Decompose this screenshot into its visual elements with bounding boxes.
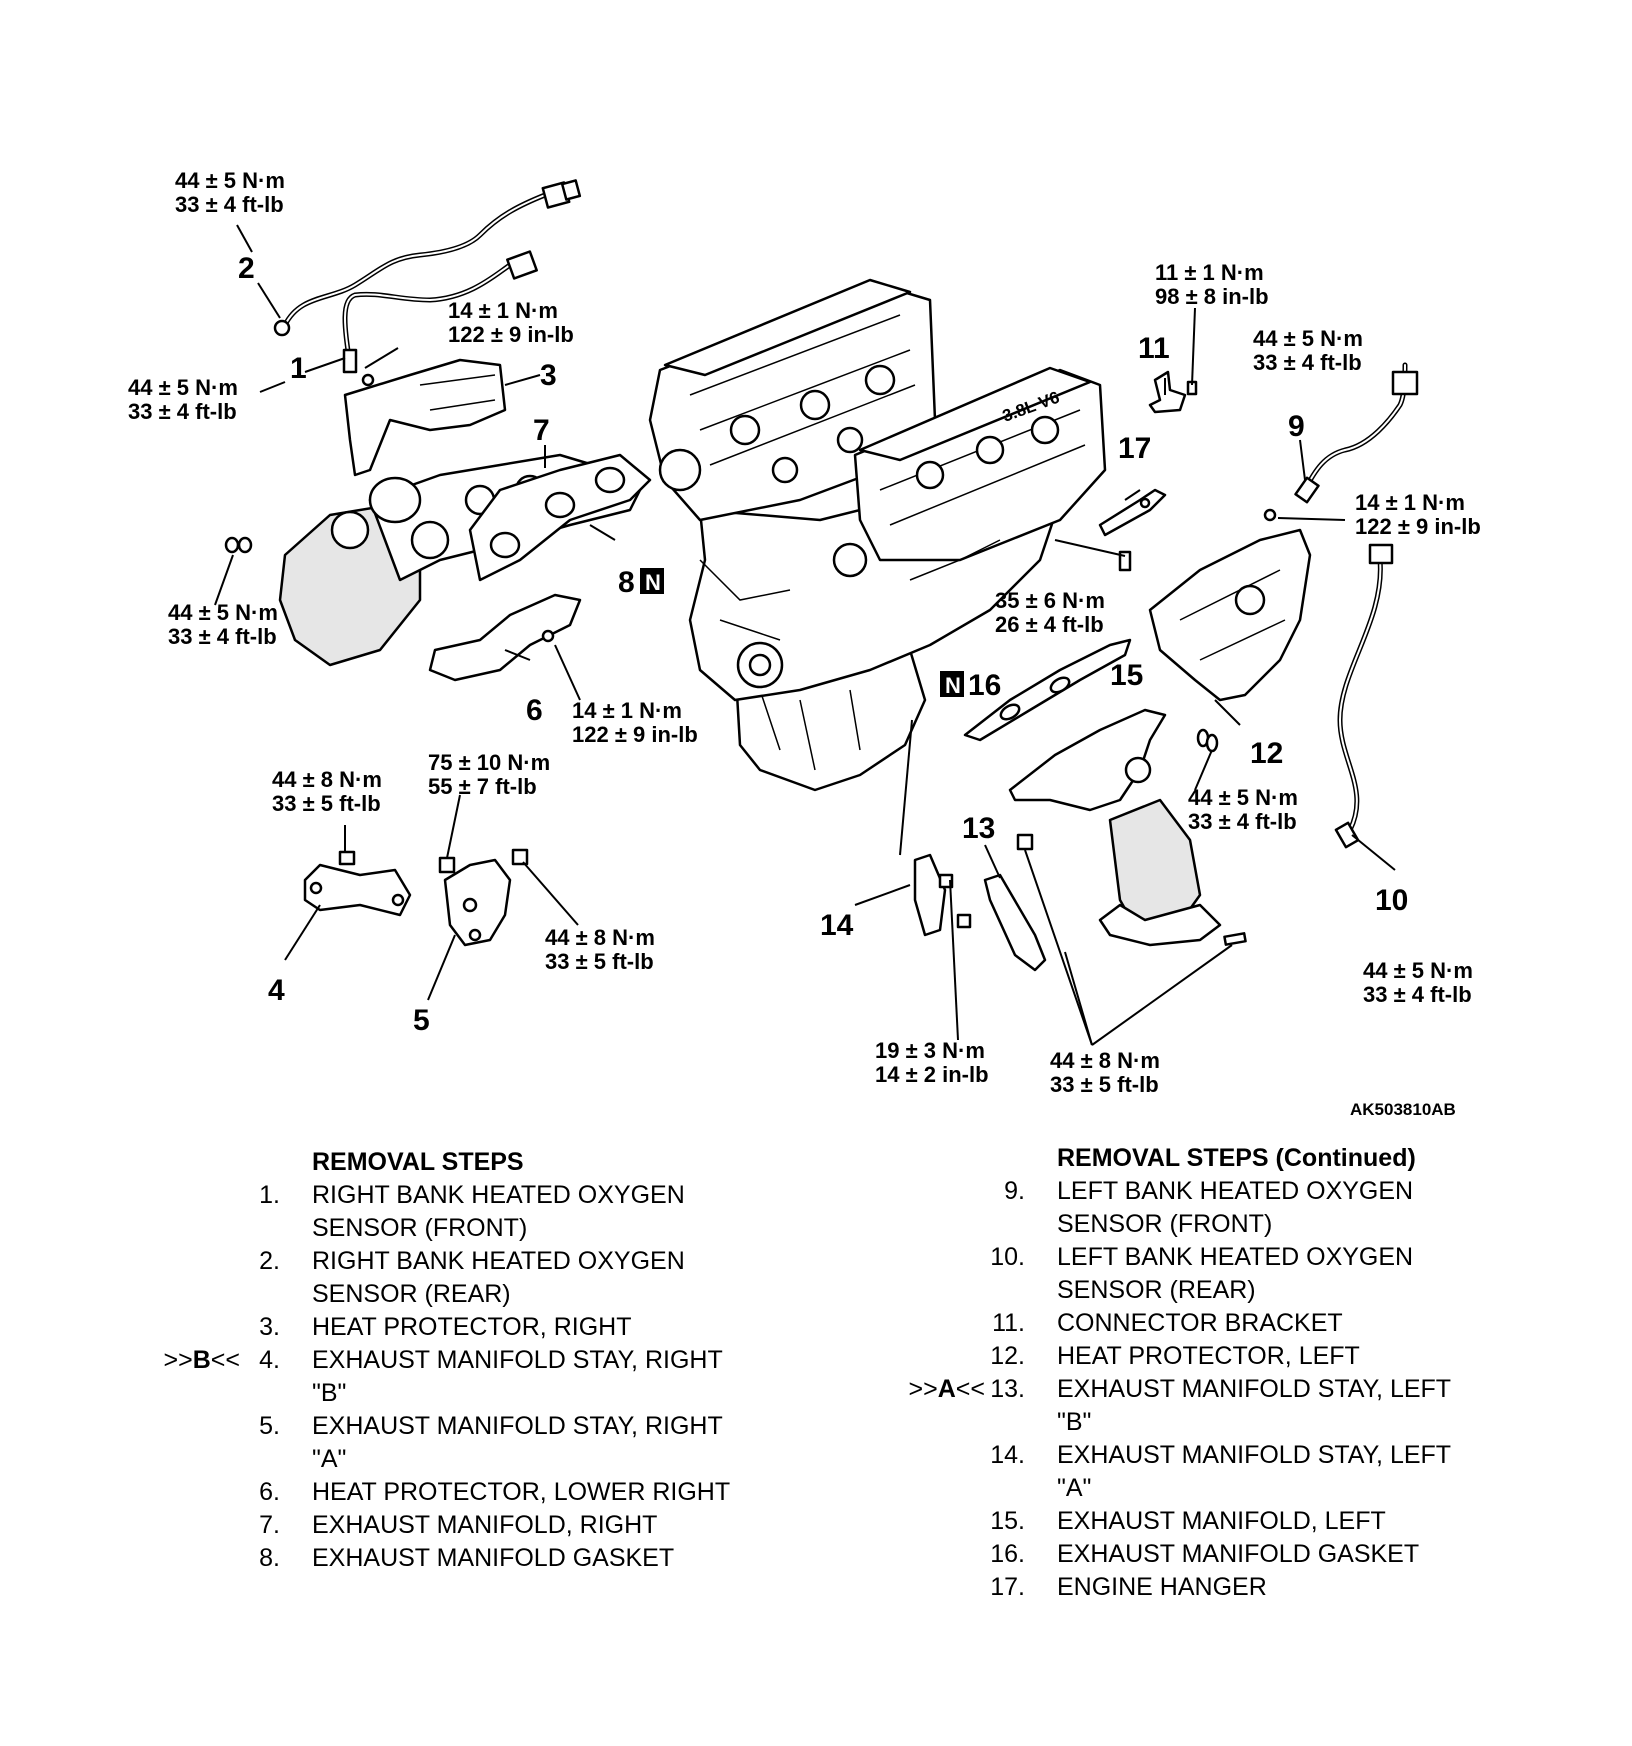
torque-label: 33 ± 5 ft-lb <box>272 791 381 816</box>
torque-label: 14 ± 1 N·m <box>448 298 558 323</box>
torque-label: 33 ± 4 ft-lb <box>175 192 284 217</box>
exhaust-manifold-exploded-diagram: 3.8L V6 <box>128 168 1481 1119</box>
torque-label: 44 ± 5 N·m <box>128 375 238 400</box>
callout-14: 14 <box>820 909 854 942</box>
new-part-mark: N <box>940 671 964 698</box>
gasket-16 <box>963 638 1132 742</box>
torque-label: 44 ± 5 N·m <box>1363 958 1473 983</box>
torque-label: 122 ± 9 in-lb <box>572 722 698 747</box>
torque-label: 44 ± 5 N·m <box>1253 326 1363 351</box>
torque-label: 33 ± 5 ft-lb <box>545 949 654 974</box>
heat-protector-3 <box>343 358 507 477</box>
torque-label: 44 ± 8 N·m <box>1050 1048 1160 1073</box>
callout-3: 3 <box>540 359 557 392</box>
torque-label: 33 ± 4 ft-lb <box>1253 350 1362 375</box>
torque-label: 35 ± 6 N·m <box>995 588 1105 613</box>
torque-label: 14 ± 1 N·m <box>1355 490 1465 515</box>
callout-1: 1 <box>290 352 307 385</box>
removal-steps-heading: REMOVAL STEPS (Continued) <box>1057 1144 1416 1172</box>
torque-label: 33 ± 4 ft-lb <box>1188 809 1297 834</box>
callout-7: 7 <box>533 414 550 447</box>
svg-text:N: N <box>945 673 961 698</box>
manifold-stay-5 <box>438 848 529 947</box>
oxygen-sensor-9 <box>1294 362 1419 504</box>
callout-8: 8 <box>618 566 635 599</box>
torque-label: 75 ± 10 N·m <box>428 750 550 775</box>
exhaust-manifold-15 <box>1008 708 1222 947</box>
callout-9: 9 <box>1288 410 1305 443</box>
engine-hanger-17 <box>1098 488 1167 572</box>
torque-label: 33 ± 4 ft-lb <box>128 399 237 424</box>
callout-6: 6 <box>526 694 543 727</box>
manifold-stay-14 <box>913 853 972 937</box>
callout-10: 10 <box>1375 884 1408 917</box>
torque-label: 122 ± 9 in-lb <box>448 322 574 347</box>
callout-11: 11 <box>1138 332 1170 365</box>
callout-2: 2 <box>238 252 255 285</box>
oxygen-sensor-1 <box>342 250 538 374</box>
torque-label: 44 ± 8 N·m <box>272 767 382 792</box>
torque-label: 44 ± 5 N·m <box>168 600 278 625</box>
figure-id: AK503810AB <box>1350 1100 1456 1119</box>
torque-label: 33 ± 4 ft-lb <box>1363 982 1472 1007</box>
torque-label: 122 ± 9 in-lb <box>1355 514 1481 539</box>
torque-label: 44 ± 8 N·m <box>545 925 655 950</box>
engine-assembly: 3.8L V6 <box>648 278 1107 792</box>
torque-label: 14 ± 2 in-lb <box>875 1062 989 1087</box>
torque-label: 26 ± 4 ft-lb <box>995 612 1104 637</box>
callout-13: 13 <box>962 812 995 845</box>
callout-16: 16 <box>968 669 1001 702</box>
callout-12: 12 <box>1250 737 1283 770</box>
service-point-mark: >>B<< <box>163 1346 240 1374</box>
torque-label: 44 ± 5 N·m <box>175 168 285 193</box>
leader-lines <box>214 224 1396 1046</box>
manifold-stay-13 <box>983 833 1247 972</box>
torque-label: 98 ± 8 in-lb <box>1155 284 1269 309</box>
heat-protector-12 <box>1148 508 1312 702</box>
torque-label: 11 ± 1 N·m <box>1155 260 1264 285</box>
torque-labels: 44 ± 5 N·m 33 ± 4 ft-lb 44 ± 5 N·m 33 ± … <box>128 168 1481 1097</box>
oxygen-sensor-10 <box>1334 543 1394 849</box>
callout-4: 4 <box>268 974 285 1007</box>
gasket-8 <box>468 453 652 582</box>
torque-label: 44 ± 5 N·m <box>1188 785 1298 810</box>
svg-text:N: N <box>645 570 661 595</box>
torque-label: 19 ± 3 N·m <box>875 1038 985 1063</box>
removal-steps-right: REMOVAL STEPS (Continued)9.LEFT BANK HEA… <box>905 1142 1545 1742</box>
torque-label: 33 ± 4 ft-lb <box>168 624 277 649</box>
service-point-mark: >>A<< <box>908 1375 985 1403</box>
manifold-stay-4 <box>303 850 412 917</box>
nuts-right-manifold <box>224 536 253 554</box>
connector-bracket-11 <box>1148 370 1198 414</box>
oxygen-sensor-2 <box>273 179 582 337</box>
removal-steps-heading: REMOVAL STEPS <box>312 1148 524 1176</box>
torque-label: 33 ± 5 ft-lb <box>1050 1072 1159 1097</box>
callout-17: 17 <box>1118 432 1151 465</box>
callout-5: 5 <box>413 1004 430 1037</box>
torque-label: 14 ± 1 N·m <box>572 698 682 723</box>
torque-label: 55 ± 7 ft-lb <box>428 774 537 799</box>
callout-15: 15 <box>1110 659 1143 692</box>
new-part-mark: N <box>640 568 664 595</box>
callout-numbers: 1 2 3 4 5 6 7 8 9 10 11 12 13 14 15 16 1… <box>238 252 1408 1037</box>
heat-protector-6 <box>428 593 582 682</box>
